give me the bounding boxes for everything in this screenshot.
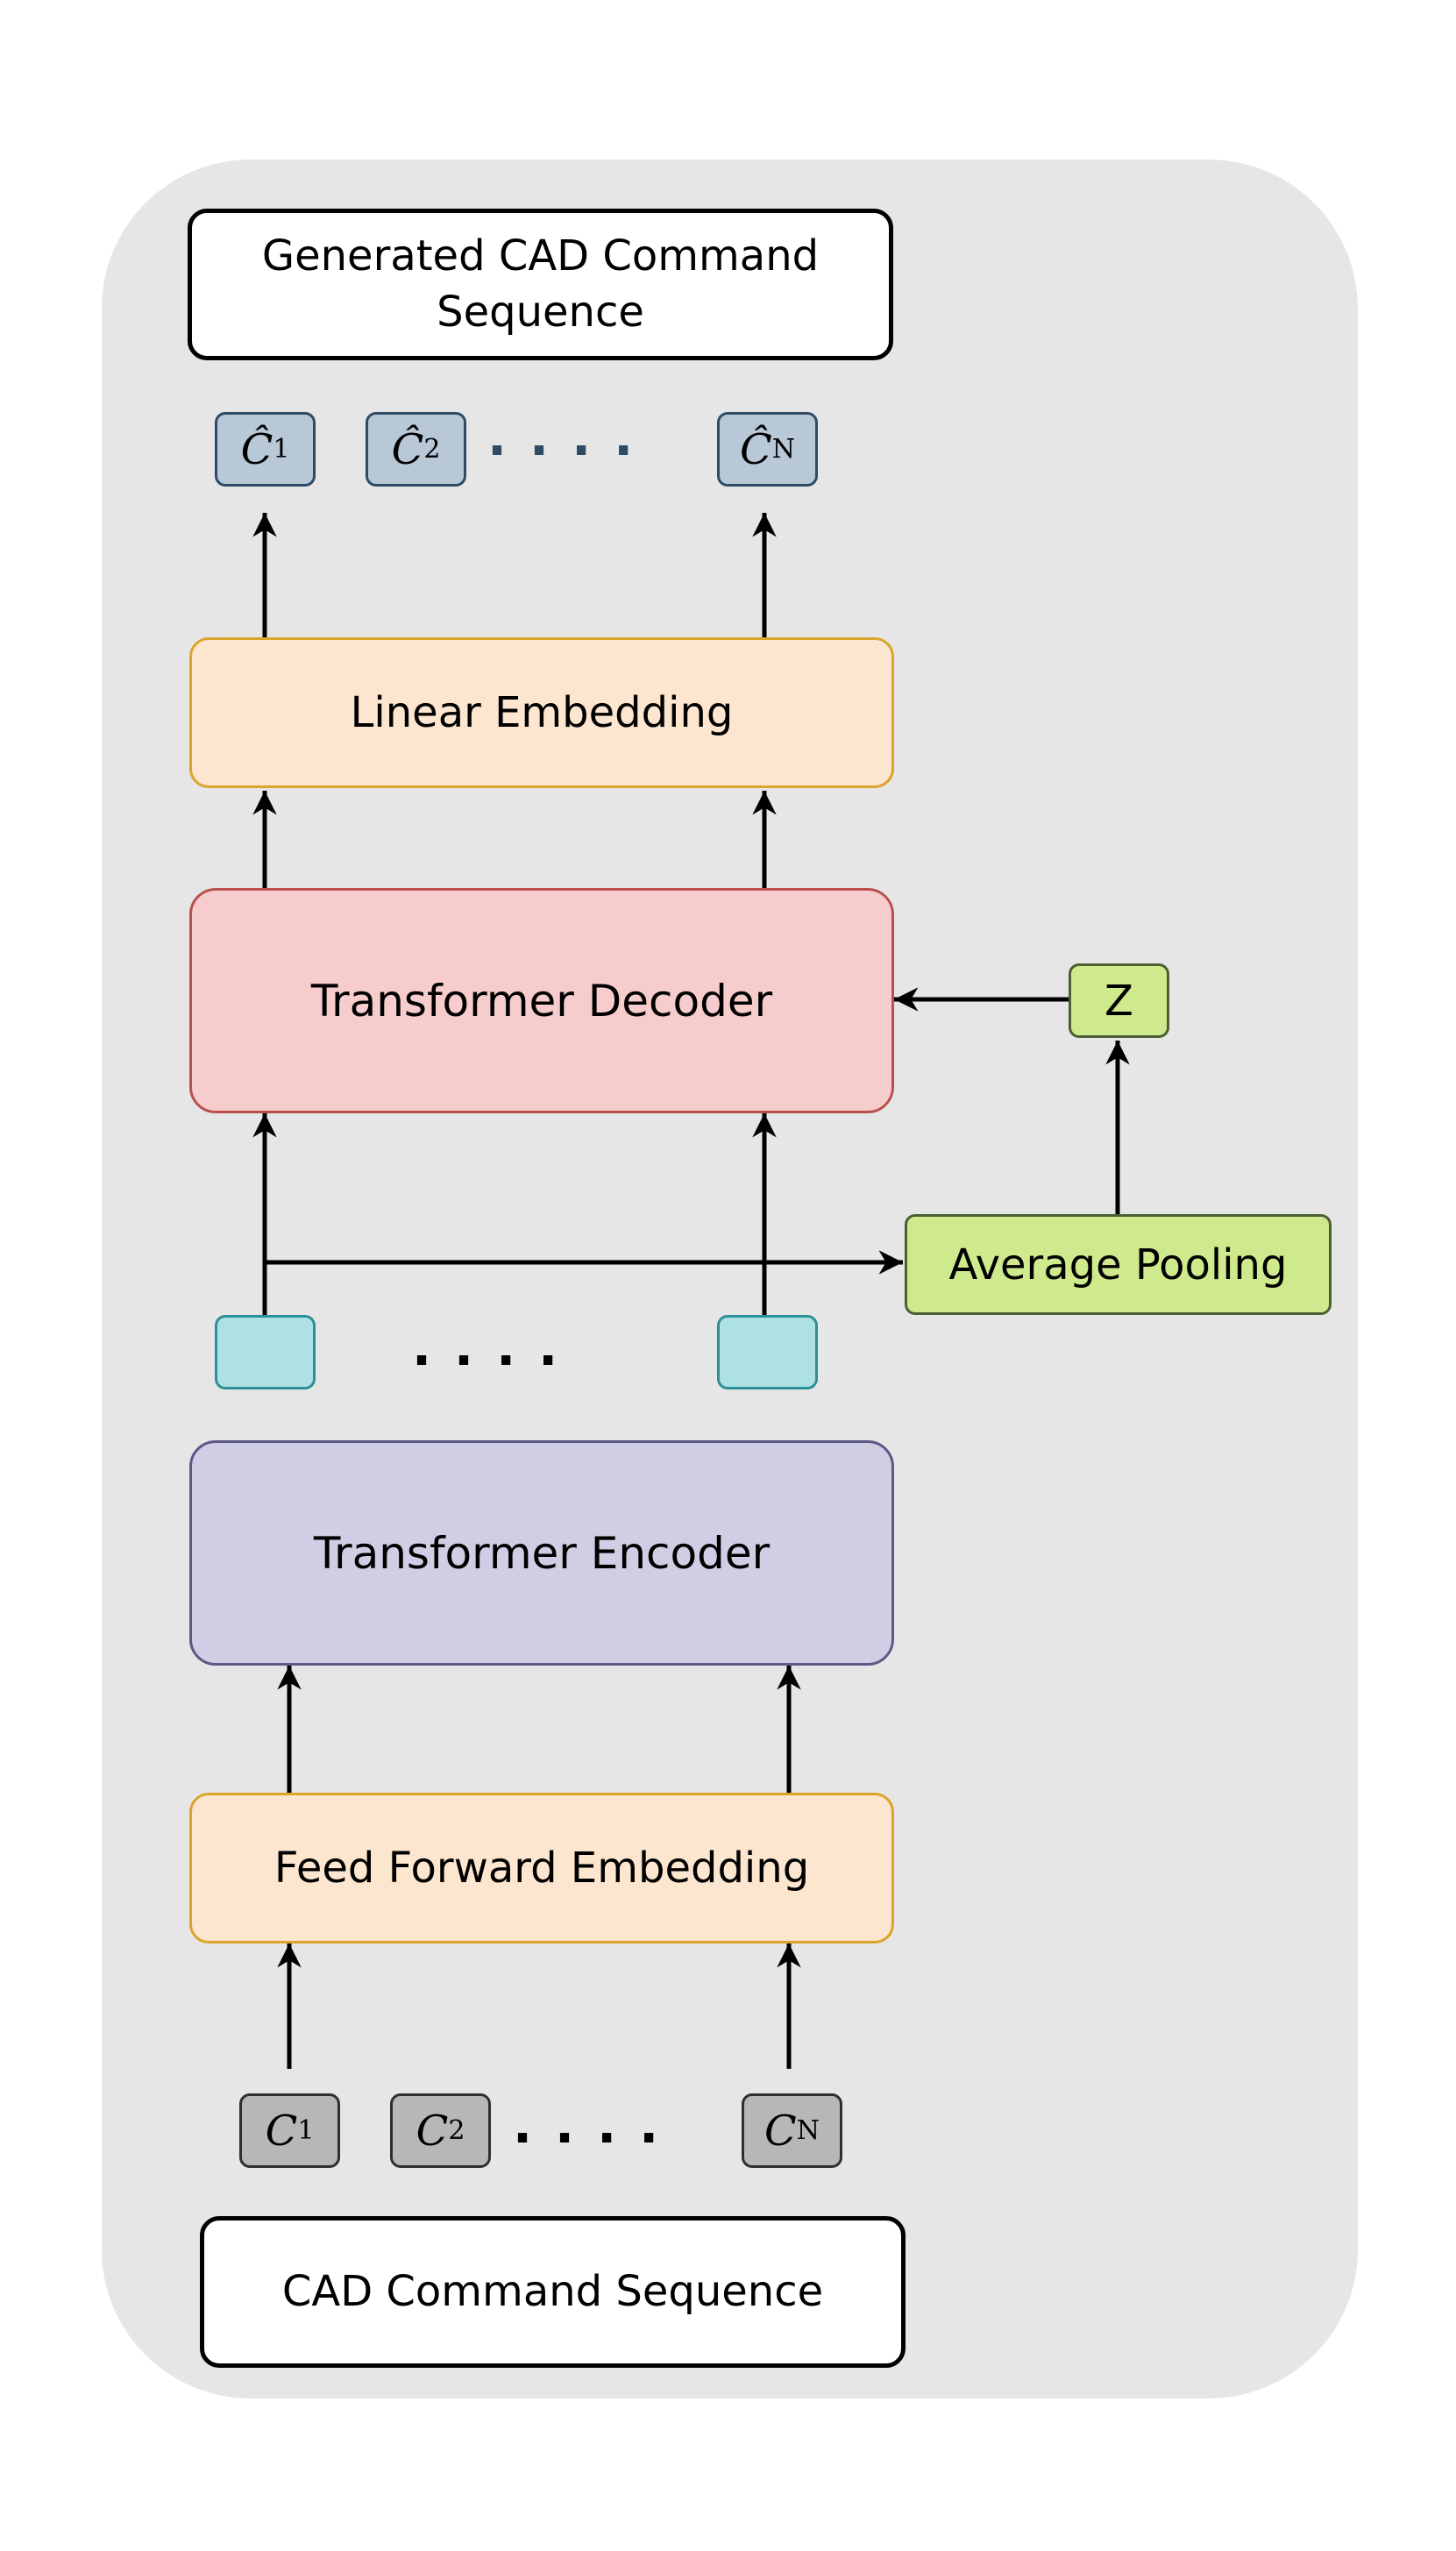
input-token-cn-sub: N (796, 2115, 820, 2146)
latent-z-box: Z (1069, 963, 1169, 1038)
input-token-c1-symbol: C (265, 2106, 298, 2156)
output-token-c1-symbol: Ĉ (240, 424, 273, 474)
transformer-decoder-label: Transformer Decoder (310, 975, 773, 1027)
output-token-c2-symbol: Ĉ (391, 424, 424, 474)
transformer-encoder-label: Transformer Encoder (313, 1527, 771, 1579)
output-token-cn-symbol: Ĉ (740, 424, 772, 474)
output-token-cn-sub: N (771, 434, 795, 465)
output-token-c1-sub: 1 (273, 434, 290, 465)
input-token-c1-sub: 1 (297, 2115, 315, 2146)
input-token-c2-symbol: C (415, 2106, 449, 2156)
latent-ellipsis: .... (412, 1318, 581, 1377)
input-token-cn-symbol: C (764, 2106, 797, 2156)
output-token-c2-sub: 2 (423, 434, 441, 465)
feed-forward-embedding-block: Feed Forward Embedding (189, 1793, 894, 1943)
latent-token-first (215, 1315, 316, 1389)
input-sequence-label: CAD Command Sequence (281, 2266, 824, 2316)
average-pooling-label: Average Pooling (948, 1240, 1288, 1290)
output-ellipsis: .... (487, 408, 657, 467)
generated-sequence-label: Generated CAD Command Sequence (261, 231, 820, 337)
latent-z-label: Z (1104, 976, 1133, 1026)
linear-embedding-block: Linear Embedding (189, 637, 894, 788)
input-token-c2-sub: 2 (448, 2115, 465, 2146)
input-ellipsis: .... (513, 2095, 682, 2155)
input-sequence-title: CAD Command Sequence (200, 2216, 906, 2368)
generated-sequence-title: Generated CAD Command Sequence (188, 209, 893, 360)
feed-forward-embedding-label: Feed Forward Embedding (273, 1844, 810, 1893)
transformer-encoder-block: Transformer Encoder (189, 1440, 894, 1666)
linear-embedding-label: Linear Embedding (350, 688, 734, 737)
transformer-decoder-block: Transformer Decoder (189, 888, 894, 1113)
average-pooling-block: Average Pooling (905, 1214, 1332, 1315)
latent-token-last (717, 1315, 818, 1389)
